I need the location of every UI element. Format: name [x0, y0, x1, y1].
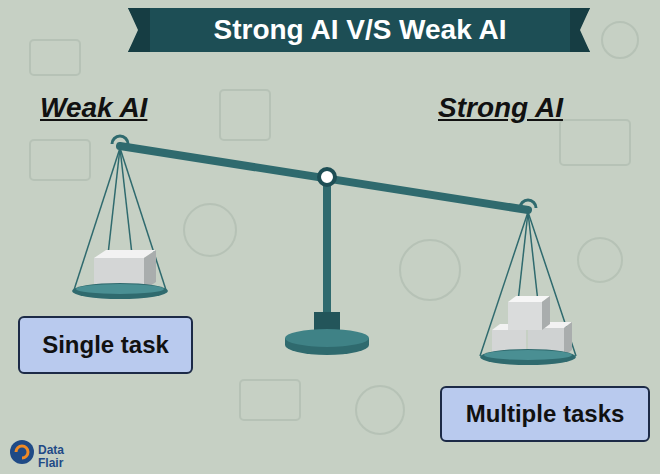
text-box: Single task	[18, 316, 193, 374]
text-box: Multiple tasks	[440, 386, 650, 442]
logo-text: Data Flair	[38, 444, 72, 469]
scale-side-label: Weak AI	[40, 92, 147, 124]
box-text: Multiple tasks	[466, 400, 625, 428]
title-banner-text: Strong AI V/S Weak AI	[150, 8, 570, 52]
box-text: Single task	[42, 331, 169, 359]
scale-side-label: Strong AI	[438, 92, 563, 124]
